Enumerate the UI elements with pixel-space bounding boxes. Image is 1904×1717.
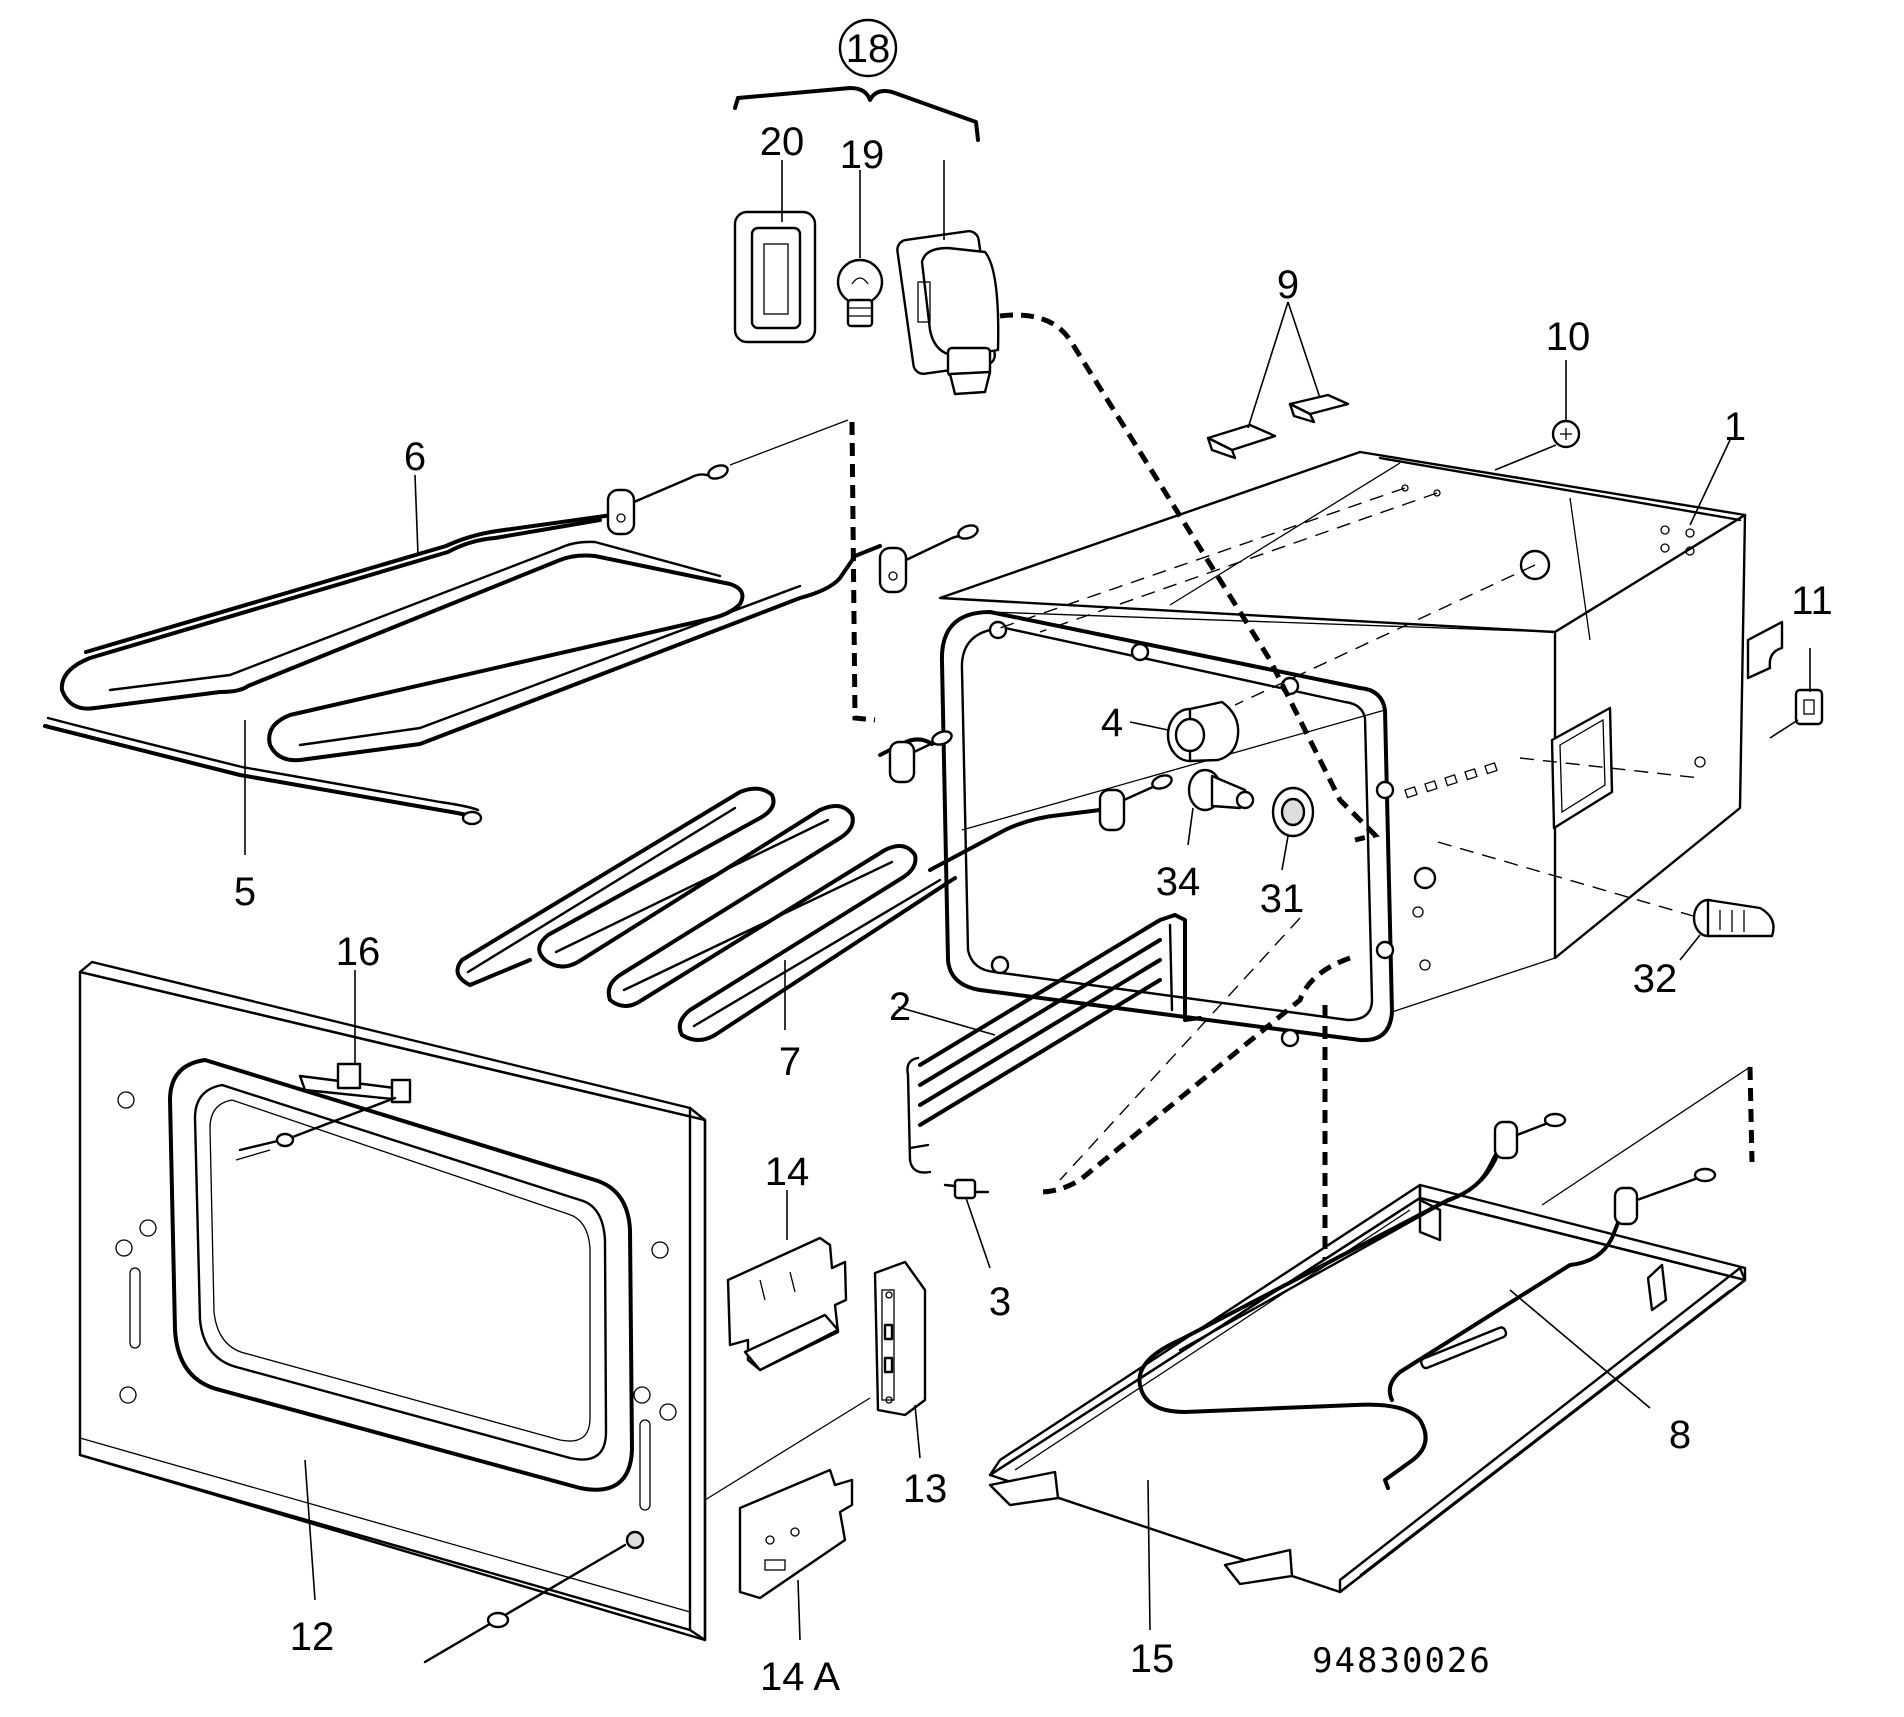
heating-rod bbox=[43, 716, 483, 826]
callout-6: 6 bbox=[404, 435, 426, 479]
callout-2: 2 bbox=[889, 985, 911, 1029]
small-bracket bbox=[1769, 648, 1824, 739]
reference-code: 94830026 bbox=[1312, 1641, 1492, 1681]
leader-1 bbox=[1689, 439, 1731, 526]
callout-3: 3 bbox=[989, 1280, 1011, 1324]
fan-sleeve bbox=[1129, 700, 1240, 763]
side-runner bbox=[897, 913, 1202, 1174]
callout-14: 14 bbox=[765, 1150, 810, 1194]
hinge-plate bbox=[873, 1260, 927, 1459]
callout-19: 19 bbox=[840, 133, 885, 177]
callout-31: 31 bbox=[1260, 877, 1305, 921]
callout-labels: 18 20 19 9 10 1 11 6 4 5 34 31 32 16 2 7… bbox=[234, 18, 1833, 1699]
grommet bbox=[1271, 786, 1315, 871]
callout-circle-18 bbox=[838, 18, 898, 78]
callout-14a: 14 A bbox=[760, 1655, 840, 1699]
callout-12: 12 bbox=[290, 1615, 335, 1659]
connector-clip bbox=[943, 1178, 991, 1269]
callout-10: 10 bbox=[1546, 315, 1591, 359]
callout-7: 7 bbox=[779, 1040, 801, 1084]
hinge-catch bbox=[298, 970, 412, 1104]
terminal-connector bbox=[1437, 841, 1775, 961]
thermostat-sensor bbox=[1187, 768, 1255, 846]
lamp-bulb bbox=[836, 170, 884, 328]
oven-cavity bbox=[938, 450, 1784, 1181]
screw bbox=[1494, 360, 1581, 471]
callout-4: 4 bbox=[1101, 701, 1123, 745]
hinge-bracket-lower bbox=[738, 1468, 854, 1641]
bottom-element bbox=[1137, 1066, 1751, 1490]
callout-13: 13 bbox=[903, 1467, 948, 1511]
callout-18: 18 bbox=[846, 27, 891, 71]
oven-door bbox=[78, 960, 871, 1664]
callout-32: 32 bbox=[1633, 957, 1678, 1001]
callout-8: 8 bbox=[1669, 1413, 1691, 1457]
callout-15: 15 bbox=[1130, 1637, 1175, 1681]
callout-9: 9 bbox=[1277, 263, 1299, 307]
oven-element bbox=[455, 730, 1173, 1042]
hinge-bracket bbox=[726, 1190, 848, 1372]
callout-16: 16 bbox=[336, 930, 381, 974]
clips bbox=[1206, 301, 1350, 460]
lamp-assembly bbox=[733, 86, 1000, 396]
callout-11: 11 bbox=[1791, 579, 1833, 623]
callout-34: 34 bbox=[1156, 860, 1201, 904]
callout-1: 1 bbox=[1724, 405, 1746, 449]
drip-tray bbox=[988, 1183, 1747, 1631]
grill-element bbox=[59, 419, 979, 763]
lamp-holder bbox=[896, 160, 1000, 396]
callout-20: 20 bbox=[760, 120, 805, 164]
leader-6 bbox=[414, 474, 419, 556]
callout-5: 5 bbox=[234, 870, 256, 914]
